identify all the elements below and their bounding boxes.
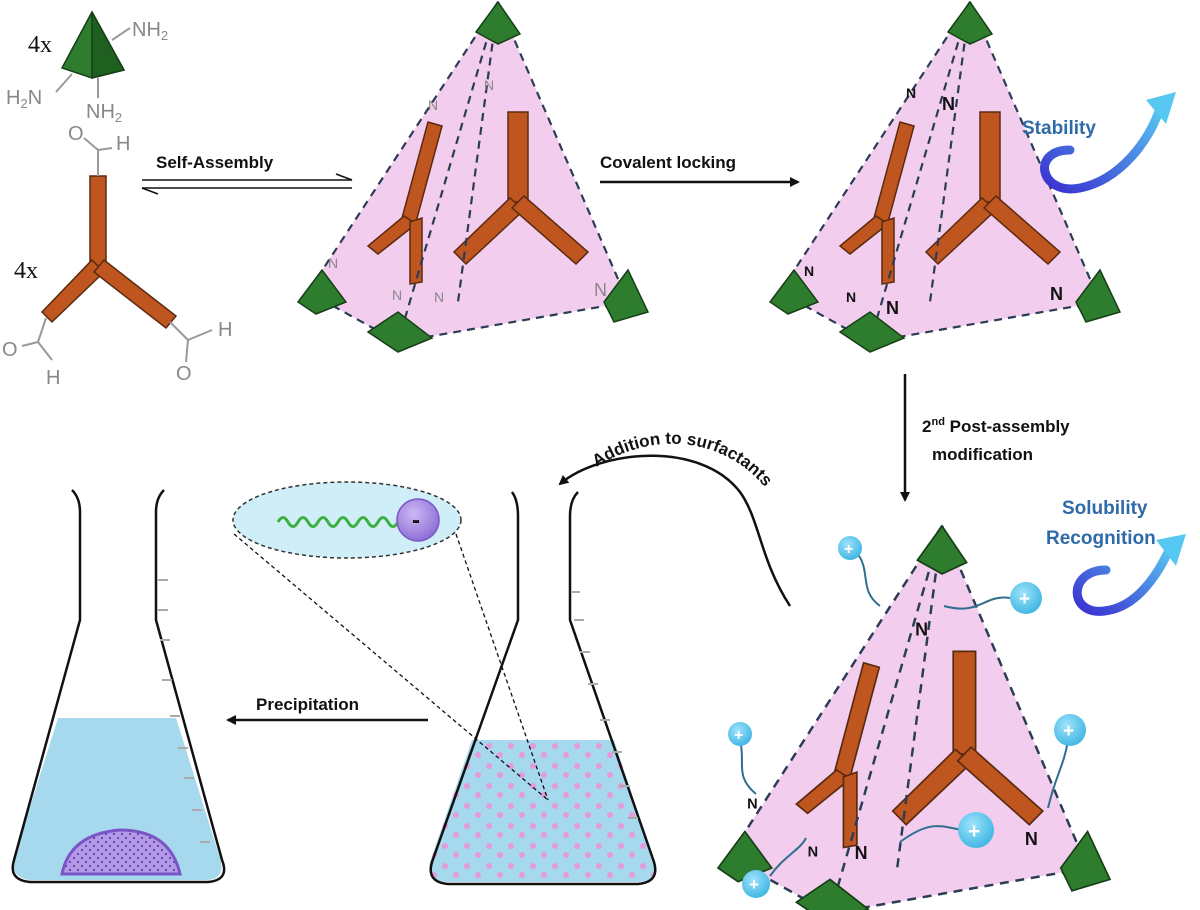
surfactant-head [396,498,440,542]
flask-dispersed [429,491,657,886]
cation-ball [1010,582,1042,614]
imine-n-2: N [428,97,438,113]
solubility-indicator: Solubility Recognition [1046,498,1186,616]
imine-n-6: N [594,280,607,300]
post-assembly-arrow: 2nd Post-assembly modification [900,374,1070,502]
aldehyde-o-1: O [68,123,84,145]
surfactant-tail [276,516,400,528]
cation-plus-1: + [844,541,853,558]
self-assembly-arrow: Self-Assembly [141,153,353,195]
cation-ball [838,536,862,560]
amine-label-2: H2N [6,87,42,111]
multiplier-amine: 4x [28,32,52,58]
aldehyde-h-1: H [116,133,130,155]
locked-cage: N N N N N N [768,0,1122,354]
amine-building-block: 4x NH2 H2N NH2 [6,10,168,125]
stability-label: Stability [1022,118,1096,139]
aldehyde-o-3: O [176,363,192,385]
flask-precipitated [11,489,226,884]
stability-arrow-icon [1040,103,1165,194]
amine-label-3: NH2 [86,101,122,125]
locked-n-4: N [846,289,856,305]
flask-outline [429,491,657,886]
amine-tetrahedron-shade [91,11,126,79]
charged-n-4: N [855,843,868,863]
amine-label-1: NH2 [132,19,168,43]
cation-ball [742,870,770,898]
aldehyde-arm-top [89,175,107,267]
aldehyde-o-2: O [2,339,18,361]
charged-n-3: N [808,844,819,860]
cation-ball [958,812,994,848]
multiplier-aldehyde: 4x [14,258,38,284]
locked-n-6: N [1050,284,1063,304]
stability-indicator: Stability [1022,92,1176,194]
locked-n-1: N [942,94,955,114]
self-assembly-label: Self-Assembly [156,153,274,172]
cation-plus-4: + [1063,721,1074,742]
addition-to-surfactants-arrow: Addition to surfactants [558,429,792,607]
cationic-groups: + + + + + + [728,536,1086,898]
charged-n-1: N [915,619,928,639]
cation-plus-5: + [968,820,980,843]
locked-n-3: N [804,263,814,279]
covalent-locking-label: Covalent locking [600,153,736,172]
precipitation-arrow: Precipitation [226,695,428,725]
locked-n-5: N [886,298,899,318]
post-assembly-label: 2nd Post-assembly [922,416,1070,436]
anion-minus: - [412,507,420,534]
surfactant-zoom: - [232,481,549,801]
charged-n-5: N [1025,829,1038,849]
modification-label: modification [932,445,1033,464]
locked-n-2: N [906,85,916,101]
flask-outline [11,489,226,884]
cation-ball [728,722,752,746]
charged-n-2: N [747,797,758,813]
imine-n-3: N [328,255,338,271]
imine-n-5: N [434,289,444,305]
imine-cage: N N N N N N [296,0,650,354]
solubility-arrow-icon [1072,543,1175,616]
solubility-label: Solubility [1062,498,1148,519]
cation-plus-2: + [1019,589,1030,610]
cation-plus-3: + [734,727,743,744]
precipitate [60,828,182,876]
precipitation-label: Precipitation [256,695,359,714]
aldehyde-building-block: 4x O H O H O H [2,123,232,389]
recognition-label: Recognition [1046,528,1156,549]
flask-solution [13,718,222,880]
cation-plus-6: + [749,875,759,894]
charged-cage: N N N N N [716,524,1112,910]
imine-n-1: N [484,77,494,93]
aldehyde-h-3: H [218,319,232,341]
imine-n-4: N [392,287,402,303]
covalent-locking-arrow: Covalent locking [600,153,800,187]
aldehyde-h-2: H [46,367,60,389]
cation-ball [1054,714,1086,746]
